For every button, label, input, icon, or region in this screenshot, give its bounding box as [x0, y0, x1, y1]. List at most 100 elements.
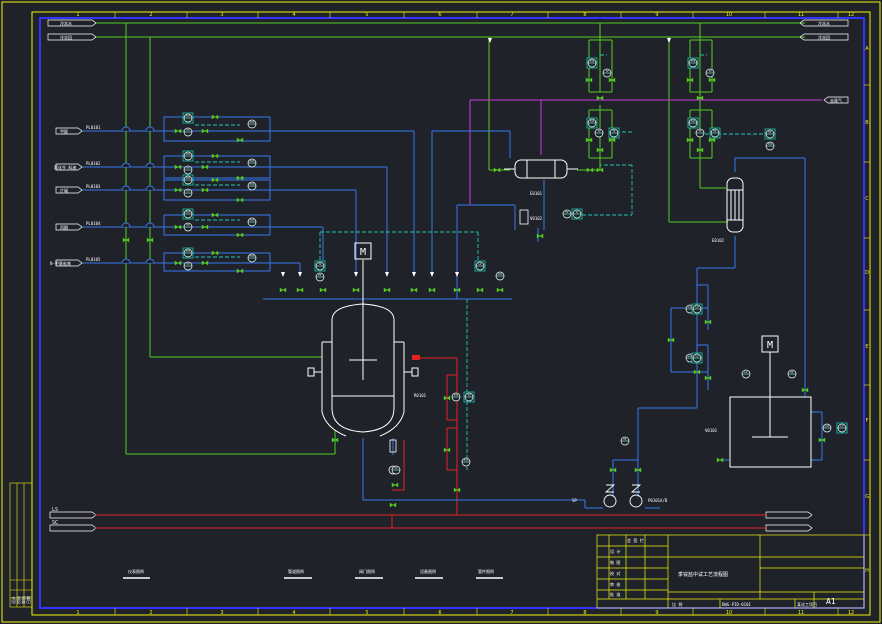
feed-line-4-no: PL0104 [86, 221, 101, 226]
border-col-bottom-11: 11 [798, 610, 804, 616]
valve-icon [319, 287, 327, 293]
instrument-bubble: FIC [247, 158, 257, 168]
valve-icon [211, 177, 219, 183]
valve-icon [453, 487, 461, 493]
border-row-B: B [865, 120, 869, 126]
instrument-bubble: FV [183, 165, 193, 175]
valve-icon [704, 375, 712, 381]
instrument-label: TIC [464, 458, 469, 462]
left-revision-strip [9, 482, 33, 608]
border-col-top-12: 12 [848, 12, 854, 18]
feed-line-1-label: 甲醇 [60, 128, 68, 134]
instrument-bubble: FV [391, 465, 401, 475]
valve-icon [236, 268, 244, 274]
instrument-label: LIC [688, 305, 693, 309]
instrument-label: TI [612, 129, 616, 133]
utility-left-top-1: 冷冻水 [60, 20, 72, 26]
valve-icon [236, 197, 244, 203]
instrument-label: LI [478, 262, 482, 266]
instrument-bubble: PI [562, 209, 572, 219]
border-col-top-4: 4 [292, 12, 295, 18]
valve-icon [596, 95, 604, 101]
border-row-G: G [865, 494, 869, 500]
instrument-label: FIC [250, 218, 255, 222]
instrument-label: FIC [186, 210, 191, 214]
reactor-motor-label: M [360, 247, 366, 258]
feed-line-1-no: PL0101 [86, 125, 101, 130]
valve-icon [236, 175, 244, 181]
border-col-top-8: 8 [583, 12, 586, 18]
valve-icon [331, 437, 339, 443]
valve-icon [686, 137, 694, 143]
valve-icon [201, 128, 209, 134]
instrument-bubble: TIC [586, 57, 598, 69]
feed-line-4-label: 丙酮 [60, 225, 68, 230]
instrument-label: FV [186, 262, 190, 266]
border-col-bottom-2: 2 [149, 610, 152, 616]
instrument-bubble: FIC [247, 217, 257, 227]
instrument-bubble: FIC [182, 208, 194, 220]
instrument-bubble: FIC [247, 253, 257, 263]
valve-icon [596, 147, 604, 153]
feed-line-5-no: PL0105 [86, 257, 101, 262]
valve-icon [174, 187, 182, 193]
legend-item-1: 仪表图例 [128, 568, 144, 574]
pumps [603, 484, 643, 508]
instrument-bubble: TV [602, 68, 612, 78]
instrument-bubble: PI [764, 128, 776, 140]
column [726, 177, 744, 233]
left-strip-label-3: 日期 [25, 596, 31, 604]
legend-item-4: 设备图例 [420, 568, 436, 574]
instrument-bubble: TIC [765, 141, 775, 151]
border-col-top-9: 9 [655, 12, 658, 18]
border-row-A: A [865, 46, 869, 52]
vent-line [469, 99, 822, 205]
instrument-bubble: TIC [451, 392, 461, 402]
instrument-label: PI [768, 130, 772, 134]
line-jumps [121, 126, 155, 264]
instrument-bubble: TIC [461, 457, 471, 467]
signal-lines [195, 54, 770, 470]
border-col-bottom-4: 4 [292, 610, 295, 616]
instrument-bubble: TI [314, 260, 326, 272]
legend-item-5: 管件图例 [478, 568, 494, 574]
border-col-top-1: 1 [76, 12, 79, 18]
instrument-bubble: FV [183, 261, 193, 271]
valve-icon [596, 167, 604, 173]
reactor-steam-inlet [412, 355, 420, 360]
valve-icon [443, 447, 451, 453]
border-col-top-5: 5 [365, 12, 368, 18]
title-block-title: 季铵盐中试工艺流程图 [678, 571, 728, 578]
valve-icon [122, 237, 130, 243]
title-drawing-no: DWG-PID-0101 [722, 602, 751, 607]
valve-icon [634, 467, 642, 473]
instrument-bubble: FV [183, 127, 193, 137]
valve-icon [708, 77, 716, 83]
instrument-label: LV [840, 424, 844, 428]
valve-icon [174, 128, 182, 134]
instrument-label: TI [318, 262, 322, 266]
utility-ls-label: LS [52, 507, 58, 513]
border-col-bottom-8: 8 [583, 610, 586, 616]
title-row-3: 校 对 [610, 570, 620, 576]
instrument-bubble: LI [474, 260, 486, 272]
header-arrows [281, 38, 671, 277]
instrument-label: FIC [250, 159, 255, 163]
valve-icon [693, 369, 701, 375]
valve-icon [586, 167, 594, 173]
valve-icon [496, 287, 504, 293]
instrument-label: LV [695, 354, 699, 358]
border-row-F: F [866, 418, 869, 424]
feed-terminals [55, 127, 83, 267]
valve-icon [352, 287, 360, 293]
border-col-top-7: 7 [510, 12, 513, 18]
reactor-tag: R0101 [414, 393, 427, 398]
valve-icon [410, 287, 418, 293]
instrument-bubble: TI [608, 127, 620, 139]
title-project: 某化工项目 [797, 601, 817, 607]
feed-line-2-no: PL0102 [86, 161, 101, 166]
title-row-1: 设 计 [610, 548, 620, 554]
